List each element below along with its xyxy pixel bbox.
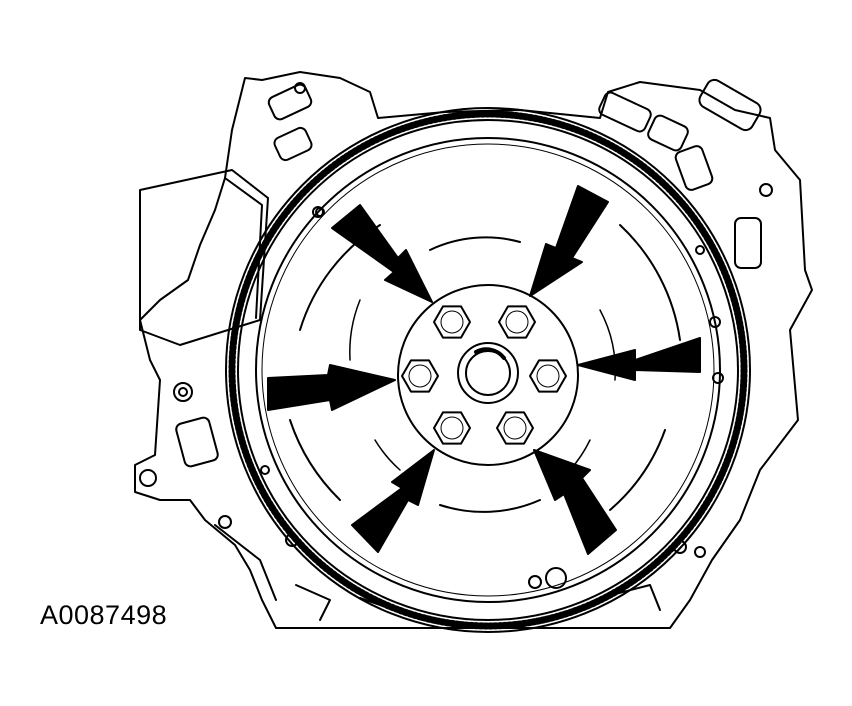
arrow xyxy=(331,204,433,303)
block-hole xyxy=(528,575,542,589)
starter-motor xyxy=(139,169,269,346)
crank-flange xyxy=(397,284,579,466)
ring-gear-inner xyxy=(237,119,739,621)
flywheel-bolt xyxy=(433,411,471,445)
arrow xyxy=(577,337,701,381)
arrow xyxy=(533,449,617,555)
flywheel-bolt xyxy=(496,411,534,445)
ring-gear-outer xyxy=(225,107,751,633)
arrow xyxy=(529,185,609,297)
block-hole xyxy=(759,183,773,197)
block-hole xyxy=(712,372,724,384)
arrow xyxy=(351,449,435,553)
block-boss xyxy=(647,114,689,152)
flywheel-bolt xyxy=(401,359,439,393)
flywheel-plate xyxy=(255,137,721,603)
block-boss xyxy=(267,83,313,121)
figure-id-label: A0087498 xyxy=(40,600,168,630)
block-hole xyxy=(545,567,567,589)
flywheel-bolt xyxy=(498,305,536,339)
flywheel-bolt xyxy=(529,359,567,393)
block-hole xyxy=(178,387,188,397)
arrow xyxy=(267,364,396,411)
block-boss xyxy=(175,416,219,468)
block-hole xyxy=(218,515,232,529)
block-hole xyxy=(294,82,306,94)
flywheel-hole xyxy=(315,207,325,217)
engine-block-outline xyxy=(134,71,813,629)
flywheel-hole xyxy=(695,245,705,255)
flywheel-hole xyxy=(260,465,270,475)
pilot-bearing xyxy=(457,342,519,404)
block-boss xyxy=(698,78,762,132)
block-hole xyxy=(173,382,193,402)
block-boss xyxy=(734,217,762,269)
ring-gear-teeth xyxy=(228,110,748,630)
block-boss xyxy=(273,126,313,162)
block-hole xyxy=(139,469,157,487)
block-boss xyxy=(598,91,652,133)
block-hole xyxy=(694,546,706,558)
flywheel-bolt xyxy=(433,305,471,339)
block-boss xyxy=(674,145,714,191)
